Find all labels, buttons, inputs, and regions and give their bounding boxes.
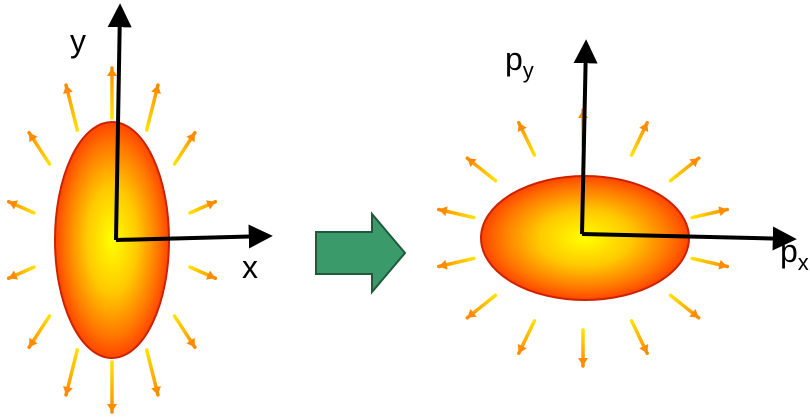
left-ray-arrow-4 [188,199,218,215]
py-label-base: p [505,41,523,77]
left-ray-arrow-1 [107,66,117,120]
left-ray-group [6,66,218,414]
px-label-sub: x [798,250,809,275]
left-ray-arrow-8 [107,360,117,414]
right-px-axis [581,226,797,251]
left-ray-arrow-6 [172,314,197,349]
left-ray-arrow-9 [63,348,80,397]
left-ray-arrow-12 [6,199,36,215]
right-ray-group [436,108,730,368]
right-ray-arrow-9 [517,319,537,356]
py-label-sub: y [523,58,534,83]
left-panel: y x [6,3,273,414]
right-px-axis-label: px [780,233,809,275]
left-x-axis [115,224,273,249]
left-ray-arrow-14 [63,83,80,132]
left-ray-arrow-3 [172,131,197,166]
right-ray-arrow-10 [465,293,498,320]
left-ray-arrow-7 [144,348,161,397]
right-ray-arrow-7 [629,319,649,356]
right-arrow-icon [315,211,407,295]
left-ray-arrow-5 [188,265,218,281]
right-ray-arrow-11 [436,256,476,270]
left-ray-arrow-10 [27,314,52,349]
right-py-axis [573,39,598,235]
px-label-base: p [780,233,798,269]
right-py-axis-label: py [505,41,534,83]
left-ray-arrow-2 [144,83,161,132]
right-ray-arrow-12 [436,206,476,220]
left-x-axis-label: x [242,249,258,285]
left-ray-arrow-11 [6,265,36,281]
left-y-axis-label: y [70,23,86,59]
right-ray-arrow-5 [690,256,730,270]
right-ray-arrow-2 [629,120,649,157]
right-ray-arrow-3 [668,156,701,183]
right-ray-arrow-6 [668,293,701,320]
right-panel: py px [436,39,809,368]
right-ray-arrow-13 [465,156,498,183]
right-ray-arrow-14 [517,120,537,157]
right-ray-arrow-8 [578,328,588,368]
right-ray-arrow-4 [690,206,730,220]
right-elongated-blob [480,175,690,301]
left-y-axis [107,3,132,241]
left-ray-arrow-13 [27,131,52,166]
